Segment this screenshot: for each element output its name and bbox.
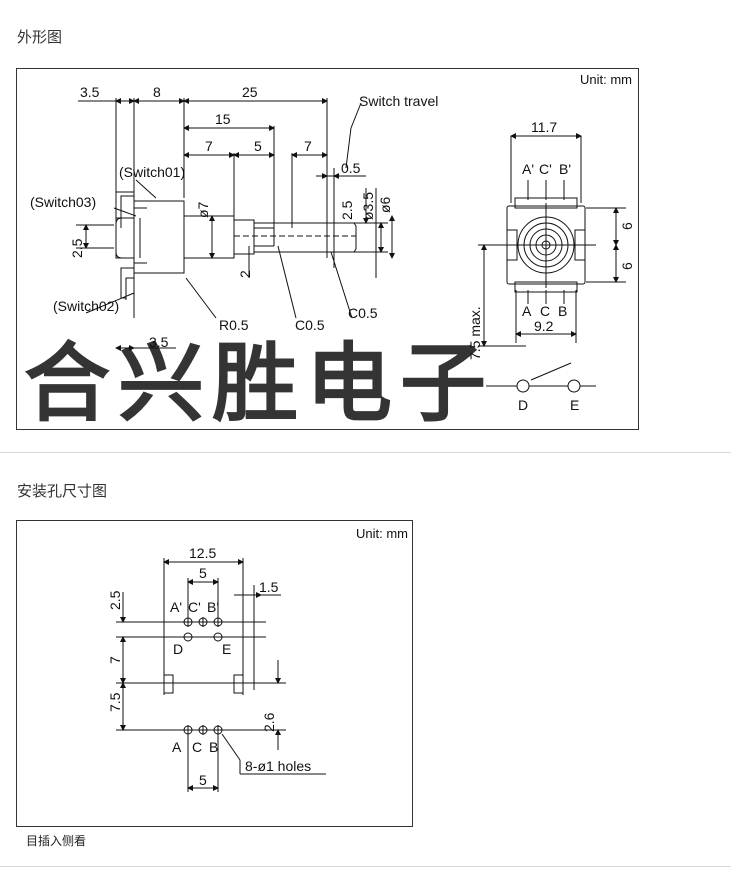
dim-7a: 7 bbox=[205, 138, 213, 154]
pin-d: D bbox=[518, 397, 528, 413]
pin-b-prime: B' bbox=[559, 161, 571, 177]
r05-label: R0.5 bbox=[219, 317, 249, 333]
dim-6-bottom: 6 bbox=[619, 262, 635, 270]
dim-15: 15 bbox=[215, 111, 231, 127]
pin-a: A bbox=[522, 303, 532, 319]
dim-dia3-5: ø3.5 bbox=[360, 192, 376, 220]
pin-c: C bbox=[540, 303, 550, 319]
bottom-divider bbox=[0, 866, 731, 867]
outline-drawing: 合兴胜电子 bbox=[24, 84, 635, 430]
dim-6-top: 6 bbox=[619, 222, 635, 230]
holes-label: 8-ø1 holes bbox=[245, 758, 311, 774]
dim-8: 8 bbox=[153, 84, 161, 100]
hole-e: E bbox=[222, 641, 231, 657]
pin-a-prime: A' bbox=[522, 161, 534, 177]
mount-drawing-frame: Unit: mm bbox=[16, 520, 413, 827]
switch03-label: (Switch03) bbox=[30, 194, 96, 210]
c05-label-b: C0.5 bbox=[348, 305, 378, 321]
switch02-label: (Switch02) bbox=[53, 298, 119, 314]
dim-2-5-left: 2.5 bbox=[69, 238, 85, 258]
hole-a: A bbox=[172, 739, 182, 755]
pin-e: E bbox=[570, 397, 579, 413]
switch-travel-label: Switch travel bbox=[359, 93, 438, 109]
dim-7b: 7 bbox=[304, 138, 312, 154]
dim-5: 5 bbox=[254, 138, 262, 154]
hole-b-prime: B' bbox=[207, 599, 219, 615]
mount-title: 安装孔尺寸图 bbox=[17, 482, 108, 500]
dim-0-5: 0.5 bbox=[341, 160, 361, 176]
hole-b: B bbox=[209, 739, 218, 755]
c05-label-a: C0.5 bbox=[295, 317, 325, 333]
dim-2-6: 2.6 bbox=[261, 712, 277, 732]
mount-unit-label: Unit: mm bbox=[356, 526, 408, 541]
dim-12-5: 12.5 bbox=[189, 545, 216, 561]
mount-drawing: 12.5 5 1.5 2.5 7 7.5 2.6 A' C' B' D E A … bbox=[107, 545, 326, 792]
hole-c: C bbox=[192, 739, 202, 755]
dim-5-top: 5 bbox=[199, 565, 207, 581]
hole-d: D bbox=[173, 641, 183, 657]
switch01-label: (Switch01) bbox=[119, 164, 185, 180]
dim-7-5: 7.5 bbox=[107, 692, 123, 712]
outline-unit-label: Unit: mm bbox=[580, 72, 632, 87]
dim-3-5-bottom: 3.5 bbox=[149, 334, 169, 350]
dim-3-5: 3.5 bbox=[80, 84, 100, 100]
dim-1-5: 1.5 bbox=[259, 579, 279, 595]
dim-dia6: ø6 bbox=[377, 196, 393, 213]
dim-2-5: 2.5 bbox=[107, 590, 123, 610]
hole-a-prime: A' bbox=[170, 599, 182, 615]
watermark-text: 合兴胜电子 bbox=[24, 334, 494, 430]
insertion-side-note: 目插入侧看 bbox=[26, 834, 87, 848]
dim-dia7: ø7 bbox=[195, 201, 211, 218]
dim-2-5-right: 2.5 bbox=[339, 200, 355, 220]
pin-c-prime: C' bbox=[539, 161, 552, 177]
dim-2: 2 bbox=[237, 270, 253, 278]
dim-7: 7 bbox=[107, 656, 123, 664]
outline-title: 外形图 bbox=[17, 28, 63, 46]
dim-25: 25 bbox=[242, 84, 258, 100]
dim-5-bottom: 5 bbox=[199, 772, 207, 788]
section-divider bbox=[0, 452, 731, 453]
dim-11-7: 11.7 bbox=[531, 119, 557, 135]
hole-c-prime: C' bbox=[188, 599, 201, 615]
pin-b: B bbox=[558, 303, 567, 319]
dim-7-5-max: 7.5 max. bbox=[467, 306, 483, 360]
dim-9-2: 9.2 bbox=[534, 318, 554, 334]
